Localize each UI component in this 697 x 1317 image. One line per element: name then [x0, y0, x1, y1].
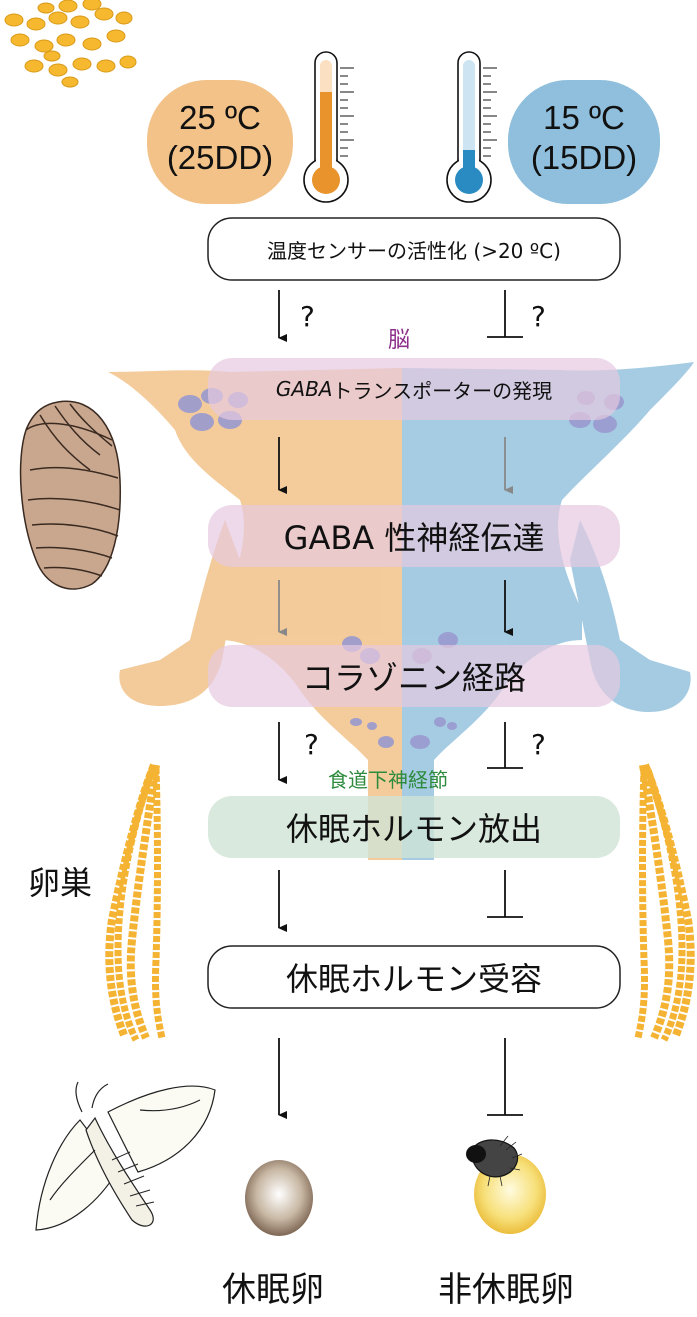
moth-icon	[35, 1081, 216, 1231]
sensor-box: 温度センサーの活性化 (>20 ºC)	[267, 238, 561, 263]
diapause-egg-icon	[245, 1160, 313, 1236]
egg-cluster-icon	[4, 0, 137, 88]
warm-temp-blob	[147, 80, 293, 204]
brain-label: 脳	[388, 328, 411, 353]
hormone-release-box-bg	[208, 796, 620, 858]
gaba-transporter-text: トランスポーターの発現	[332, 378, 553, 403]
warm-temp-label: 25 ºC (25DD)	[147, 98, 293, 178]
question-mark-left-1: ?	[300, 300, 315, 333]
warm-temp-value: 25 ºC	[179, 99, 261, 136]
non-diapause-egg-label: 非休眠卵	[438, 1270, 574, 1310]
thermometer-warm-icon	[303, 51, 354, 203]
hormone-release-box: 休眠ホルモン放出	[285, 810, 542, 848]
sensor-box-bg	[207, 217, 621, 281]
question-mark-right-1: ?	[531, 300, 546, 333]
gaba-transmission-box-bg	[208, 505, 620, 567]
diapause-egg-label: 休眠卵	[222, 1270, 324, 1310]
warm-degree-days: (25DD)	[166, 139, 274, 176]
cold-degree-days: (15DD)	[530, 139, 638, 176]
question-mark-right-2: ?	[531, 728, 546, 761]
corazonin-box: コラゾニン経路	[301, 659, 526, 697]
pupa-icon	[19, 400, 121, 590]
gaba-italic: GABA	[275, 377, 333, 401]
cold-temp-blob	[508, 80, 660, 204]
larva-hatching-icon	[466, 1135, 523, 1187]
hormone-reception-box-bg	[207, 945, 621, 1009]
gaba-transporter-box: GABA トランスポーターの発現	[208, 358, 620, 420]
cold-temp-label: 15 ºC (15DD)	[508, 98, 660, 178]
ovary-right-icon	[634, 763, 695, 1042]
subesophageal-label: 食道下神経節	[328, 768, 448, 792]
cold-temp-value: 15 ºC	[543, 99, 625, 136]
ovary-left-icon	[105, 763, 166, 1042]
gaba-transmission-box: GABA 性神経伝達	[283, 519, 545, 557]
ovary-label: 卵巣	[28, 864, 93, 902]
corazonin-box-bg	[208, 645, 620, 707]
question-mark-left-2: ?	[304, 728, 319, 761]
gaba-transporter-box-bg	[208, 358, 620, 420]
hormone-reception-box: 休眠ホルモン受容	[285, 960, 542, 998]
thermometer-cold-icon	[446, 51, 497, 203]
